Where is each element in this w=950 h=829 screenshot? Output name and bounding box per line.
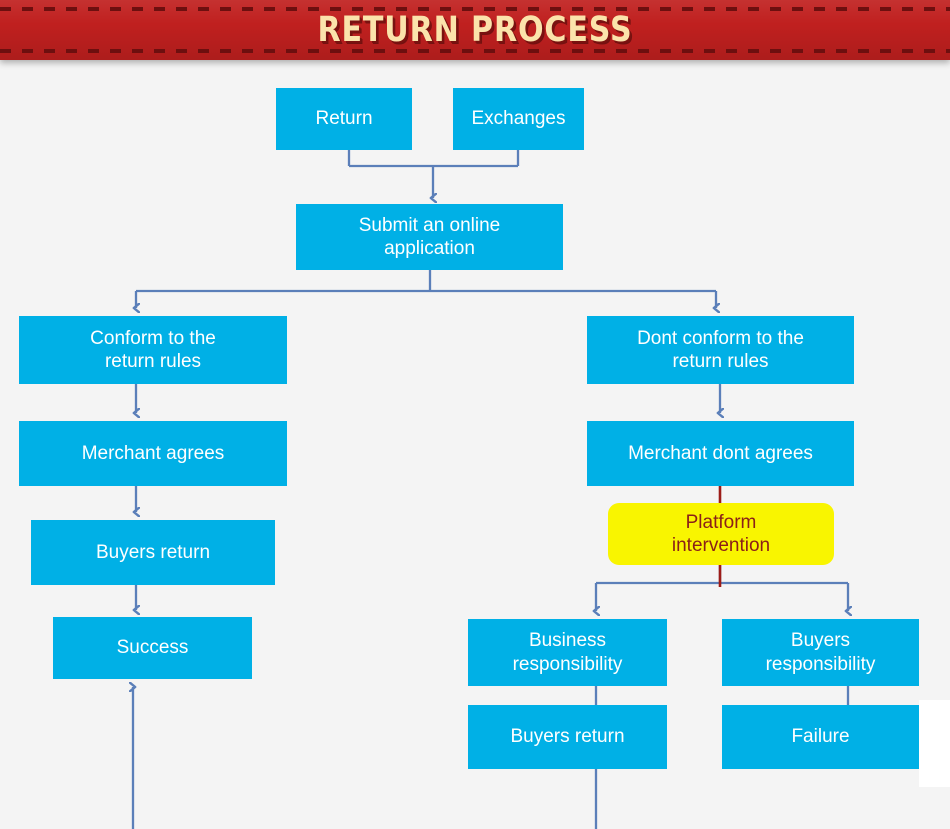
node-merchant-dont-agrees[interactable]: Merchant dont agrees xyxy=(587,421,854,486)
banner-stitch-bottom xyxy=(0,49,950,53)
banner-stitch-top xyxy=(0,7,950,11)
node-buyers-return-bottom[interactable]: Buyers return xyxy=(468,705,667,769)
node-dont-conform-return-rules[interactable]: Dont conform to the return rules xyxy=(587,316,854,384)
node-business-responsibility[interactable]: Business responsibility xyxy=(468,619,667,686)
background-patch xyxy=(919,700,950,787)
page-title: RETURN PROCESS xyxy=(317,10,633,50)
node-conform-return-rules[interactable]: Conform to the return rules xyxy=(19,316,287,384)
header-banner: RETURN PROCESS xyxy=(0,0,950,60)
node-failure[interactable]: Failure xyxy=(722,705,919,769)
node-platform-intervention[interactable]: Platform intervention xyxy=(608,503,834,565)
node-success[interactable]: Success xyxy=(53,617,252,679)
node-submit-application[interactable]: Submit an online application xyxy=(296,204,563,270)
node-buyers-responsibility[interactable]: Buyers responsibility xyxy=(722,619,919,686)
node-merchant-agrees[interactable]: Merchant agrees xyxy=(19,421,287,486)
node-return[interactable]: Return xyxy=(276,88,412,150)
node-buyers-return-left[interactable]: Buyers return xyxy=(31,520,275,585)
node-exchanges[interactable]: Exchanges xyxy=(453,88,584,150)
diagram-canvas: Return Exchanges Submit an online applic… xyxy=(0,60,950,829)
